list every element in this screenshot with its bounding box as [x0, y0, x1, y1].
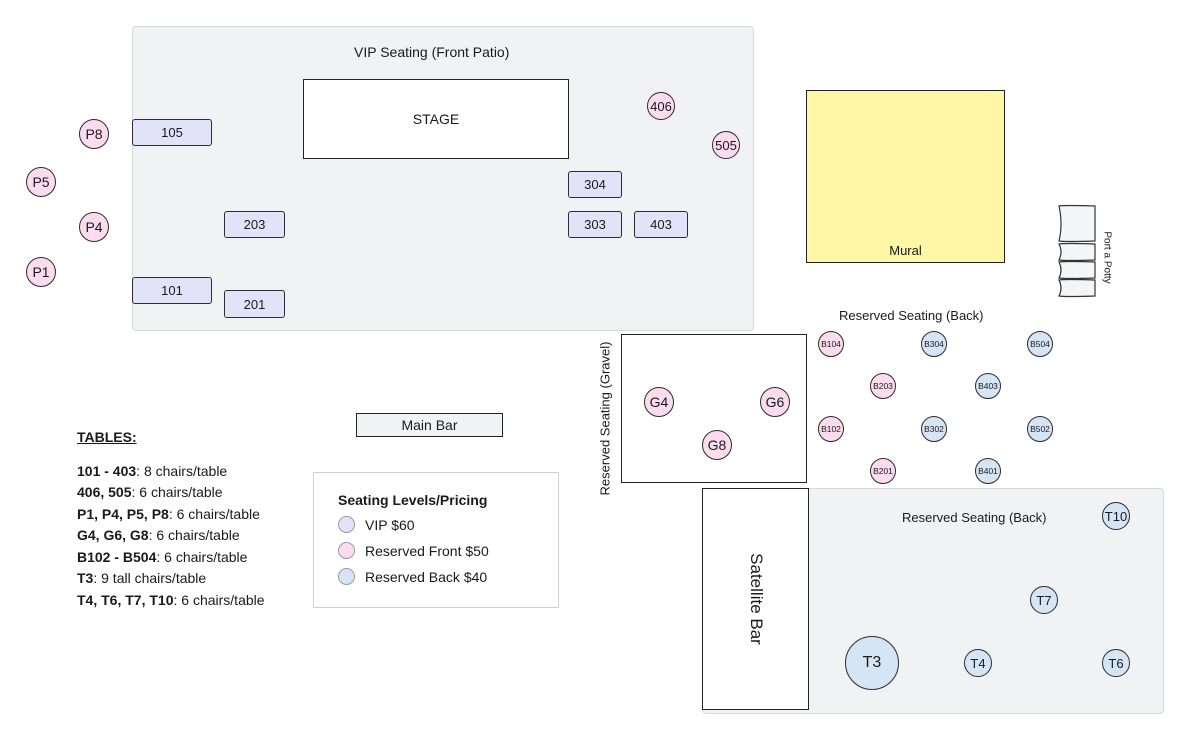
legend-item-front: Reserved Front $50: [338, 542, 489, 559]
tables-row: G4, G6, G8: 6 chairs/table: [77, 527, 240, 543]
pricing-legend: [313, 472, 559, 608]
table-t6[interactable]: T6: [1102, 649, 1130, 677]
table-201[interactable]: 201: [224, 290, 285, 318]
legend-item-vip: VIP $60: [338, 516, 415, 533]
tables-row: P1, P4, P5, P8: 6 chairs/table: [77, 505, 260, 522]
satellite-bar: Satellite Bar: [702, 488, 809, 710]
satellite-seating-title: Reserved Seating (Back): [902, 510, 1047, 525]
tables-row: T4, T6, T7, T10: 6 chairs/table: [77, 591, 265, 608]
table-b502[interactable]: B502: [1027, 416, 1053, 442]
vip-seating-zone: [132, 26, 754, 331]
vip-swatch: [338, 516, 355, 533]
tables-row: T3: 9 tall chairs/table: [77, 570, 207, 586]
mural: Mural: [806, 90, 1005, 263]
table-b203[interactable]: B203: [870, 373, 896, 399]
back-swatch: [338, 568, 355, 585]
table-t7[interactable]: T7: [1030, 586, 1058, 614]
front-swatch: [338, 542, 355, 559]
table-g4[interactable]: G4: [644, 387, 674, 417]
porta-potty-icon: [1058, 204, 1096, 298]
table-g8[interactable]: G8: [702, 430, 732, 460]
table-b304[interactable]: B304: [921, 331, 947, 357]
table-b302[interactable]: B302: [921, 416, 947, 442]
table-b401[interactable]: B401: [975, 458, 1001, 484]
table-406[interactable]: 406: [647, 92, 675, 120]
table-g6[interactable]: G6: [760, 387, 790, 417]
tables-row: 406, 505: 6 chairs/table: [77, 484, 223, 500]
satellite-bar-label: Satellite Bar: [746, 553, 766, 645]
table-403[interactable]: 403: [634, 211, 688, 238]
legend-title: Seating Levels/Pricing: [338, 492, 488, 508]
table-105[interactable]: 105: [132, 119, 212, 146]
table-t3[interactable]: T3: [845, 636, 899, 690]
table-p5[interactable]: P5: [26, 167, 56, 197]
table-b504[interactable]: B504: [1027, 331, 1053, 357]
table-505[interactable]: 505: [712, 131, 740, 159]
table-p1[interactable]: P1: [26, 257, 56, 287]
table-t4[interactable]: T4: [964, 649, 992, 677]
table-b104[interactable]: B104: [818, 331, 844, 357]
table-304[interactable]: 304: [568, 171, 622, 198]
table-b403[interactable]: B403: [975, 373, 1001, 399]
back-seating-title: Reserved Seating (Back): [839, 308, 984, 323]
tables-row: B102 - B504: 6 chairs/table: [77, 548, 248, 565]
tables-row: 101 - 403: 8 chairs/table: [77, 462, 228, 479]
table-p4[interactable]: P4: [79, 212, 109, 242]
legend-item-back: Reserved Back $40: [338, 568, 487, 585]
table-303[interactable]: 303: [568, 211, 622, 238]
tables-info: TABLES: 101 - 403: 8 chairs/table 406, 5…: [77, 427, 265, 611]
table-t10[interactable]: T10: [1102, 502, 1130, 530]
table-203[interactable]: 203: [224, 211, 285, 238]
stage: STAGE: [303, 79, 569, 159]
main-bar: Main Bar: [356, 413, 503, 437]
tables-heading: TABLES:: [77, 429, 137, 445]
porta-potty-label: Port a Potty: [1101, 231, 1113, 284]
gravel-seating-label: Reserved Seating (Gravel): [597, 341, 613, 496]
table-101[interactable]: 101: [132, 277, 212, 304]
mural-label: Mural: [889, 243, 922, 258]
vip-zone-title: VIP Seating (Front Patio): [354, 44, 510, 60]
table-b102[interactable]: B102: [818, 416, 844, 442]
table-b201[interactable]: B201: [870, 458, 896, 484]
table-p8[interactable]: P8: [79, 119, 109, 149]
